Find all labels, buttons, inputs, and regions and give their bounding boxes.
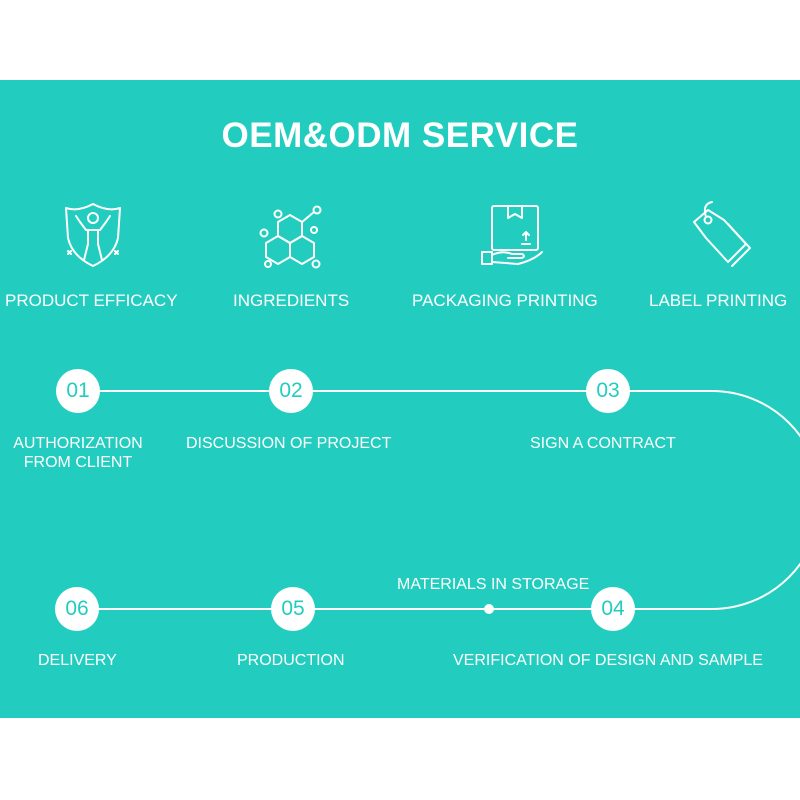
molecule-icon [256,200,326,270]
materials-storage-label: MATERIALS IN STORAGE [397,576,590,593]
step-02-circle: 02 [269,369,313,413]
step-03-circle: 03 [586,369,630,413]
step-04-circle: 04 [591,587,635,631]
service-label-packaging-printing: PACKAGING PRINTING [412,291,598,310]
service-label-label-printing: LABEL PRINTING [649,291,788,310]
step-02-label: DISCUSSION OF PROJECT [186,435,392,452]
step-01-label-line2: FROM CLIENT [23,454,133,471]
step-01-label: AUTHORIZATION FROM CLIENT [5,434,151,472]
step-06-circle: 06 [55,587,99,631]
step-04-label: VERIFICATION OF DESIGN AND SAMPLE [453,652,763,669]
step-01-circle: 01 [56,369,100,413]
materials-storage-dot [484,604,494,614]
step-06-label: DELIVERY [38,652,117,669]
service-panel [0,80,800,718]
step-05-label: PRODUCTION [237,652,345,669]
service-label-product-efficacy: PRODUCT EFFICACY [5,291,178,310]
step-01-label-line1: AUTHORIZATION [13,435,143,452]
price-tag-icon [684,200,754,270]
page-title: OEM&ODM SERVICE [221,116,579,155]
step-05-circle: 05 [271,587,315,631]
strength-shield-icon [58,200,128,270]
service-label-ingredients: INGREDIENTS [233,291,350,310]
package-box-icon [478,200,548,270]
step-03-label: SIGN A CONTRACT [530,435,676,452]
